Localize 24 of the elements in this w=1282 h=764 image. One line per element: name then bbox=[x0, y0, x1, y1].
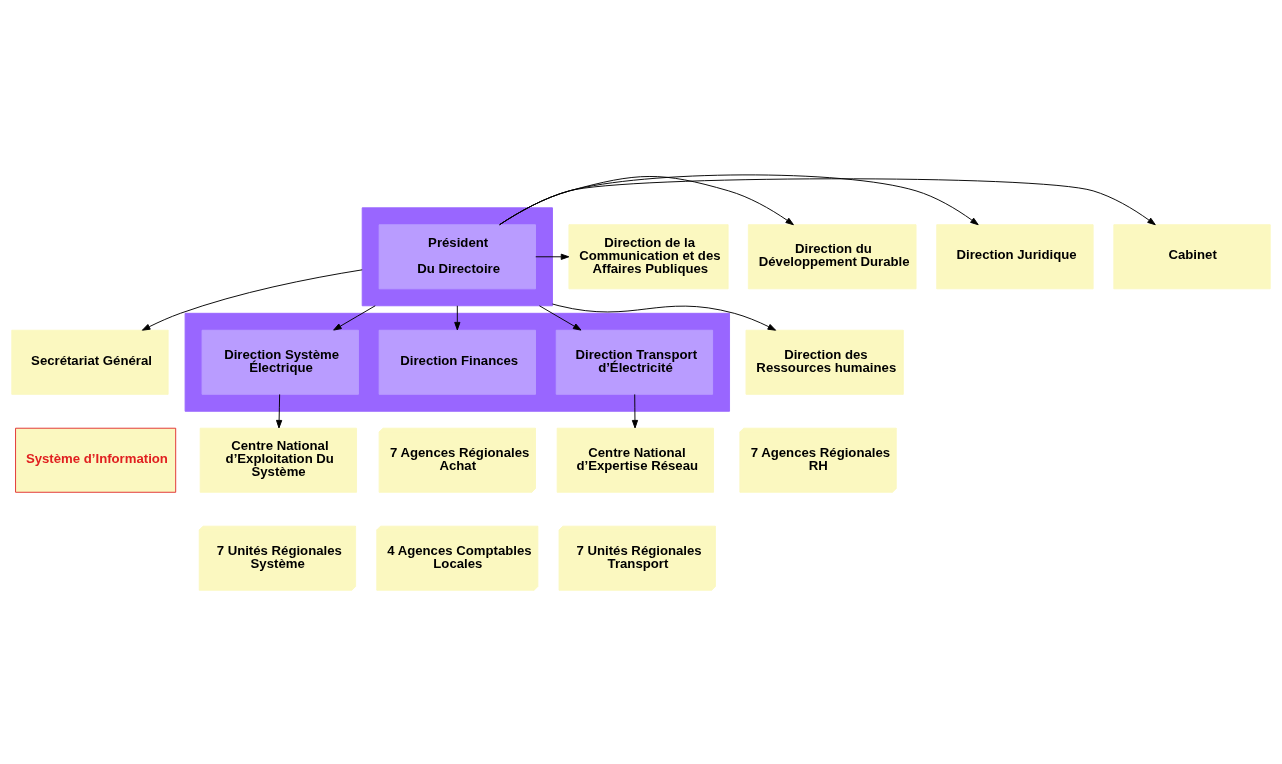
node-box: Centre National d’Exploitation Du Système bbox=[199, 427, 357, 493]
node-box: Direction Système Électrique bbox=[201, 329, 359, 395]
arrow bbox=[141, 268, 363, 331]
arrow bbox=[535, 253, 570, 260]
cluster bbox=[184, 312, 730, 412]
node-box: Direction Juridique bbox=[936, 223, 1094, 289]
node-box: Secrétariat Général bbox=[11, 329, 169, 395]
node-box: Président Du Directoire bbox=[378, 223, 536, 289]
node-box: Direction Transport d’Électricité bbox=[555, 329, 714, 395]
node-box: Cabinet bbox=[1113, 223, 1271, 289]
arrow bbox=[454, 304, 461, 330]
arrow bbox=[552, 303, 777, 331]
node-box: Direction du Développement Durable bbox=[747, 223, 917, 289]
arrow bbox=[631, 393, 639, 428]
arrow bbox=[276, 393, 283, 428]
arrow bbox=[499, 177, 1156, 225]
arrow bbox=[333, 304, 376, 331]
node-box: Direction des Ressources humaines bbox=[745, 329, 904, 395]
node-box: Centre National d’Expertise Réseau bbox=[556, 427, 714, 493]
node-box: Direction Finances bbox=[378, 329, 536, 395]
cluster bbox=[361, 206, 553, 306]
node-box: Système d’Information bbox=[15, 427, 177, 493]
node-box: Direction de la Communication et des Affaires Publiques bbox=[568, 223, 729, 289]
arrow bbox=[538, 304, 582, 331]
